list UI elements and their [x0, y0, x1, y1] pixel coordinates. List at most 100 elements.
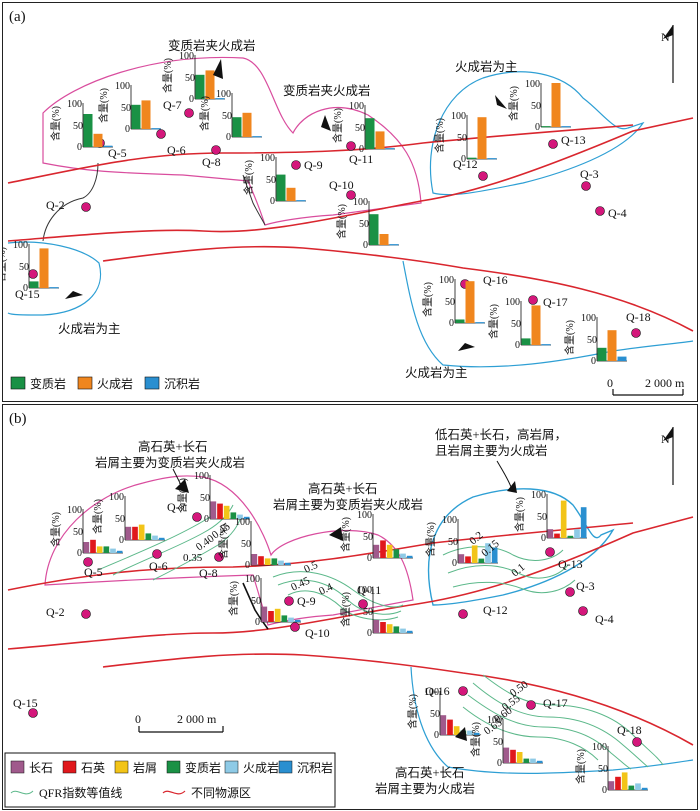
- bar: [541, 344, 551, 346]
- contour-label: 0.35: [183, 552, 203, 564]
- sample-point: [156, 129, 166, 139]
- arrow-icon: [458, 343, 475, 351]
- axis-label: 含量(%): [97, 88, 110, 123]
- panel-b-label: (b): [9, 411, 27, 427]
- arrow-icon: [175, 479, 189, 493]
- bar: [251, 554, 258, 565]
- bar: [467, 157, 477, 159]
- sample-point: [548, 139, 558, 149]
- tick-label: 50: [448, 537, 458, 548]
- legend-boundary-icon: [162, 790, 186, 795]
- fault-line: [7, 522, 634, 591]
- sample-label: Q-4: [608, 206, 627, 220]
- fault-line: [7, 516, 694, 650]
- legend: 变质岩 火成岩 沉积岩: [10, 376, 200, 391]
- tick-label: 50: [445, 297, 455, 308]
- qfr-contours: [97, 504, 664, 770]
- axis-label: 含量(%): [424, 522, 437, 557]
- bar: [268, 611, 274, 622]
- bar: [380, 540, 386, 558]
- axis-label: 含量(%): [335, 204, 348, 239]
- bar: [475, 322, 485, 324]
- bar: [530, 758, 536, 763]
- bar: [628, 785, 635, 790]
- legend-label: QFR指数等值线: [39, 785, 122, 800]
- axis-label: 含量(%): [49, 106, 62, 141]
- tick-label: 50: [457, 133, 467, 144]
- bar: [294, 619, 301, 622]
- tick-label: 50: [73, 527, 83, 538]
- bar: [547, 529, 554, 538]
- bar: [284, 562, 291, 565]
- legend-swatch-igneous: [77, 376, 93, 390]
- tick-label: 50: [185, 73, 195, 84]
- tick-label: 100: [216, 89, 231, 100]
- tick-label: 50: [19, 262, 29, 273]
- annotation: 且岩屑主要为火成岩: [435, 443, 548, 458]
- tick-label: 100: [260, 153, 275, 164]
- bar: [567, 535, 574, 538]
- arrow-icon: [321, 115, 331, 131]
- sample-point: [83, 557, 93, 567]
- source-area-boundary: [44, 475, 414, 626]
- axis-label: 含量(%): [406, 694, 419, 729]
- bar: [635, 783, 641, 790]
- axis-label: 含量(%): [421, 282, 434, 317]
- bar: [210, 501, 217, 519]
- bar: [258, 556, 264, 565]
- tick-label: 100: [357, 585, 372, 596]
- sample-label: Q-17: [543, 696, 568, 710]
- bar: [523, 758, 530, 763]
- sample-label: Q-15: [13, 696, 38, 710]
- fault-line: [102, 245, 694, 332]
- arrow-icon: [455, 727, 467, 741]
- bar: [242, 112, 252, 137]
- tick-label: 50: [266, 175, 276, 186]
- legend-swatch: [224, 760, 239, 774]
- sample-label: Q-16: [483, 273, 508, 287]
- sample-point: [291, 160, 301, 170]
- sample-label: Q-9: [304, 158, 323, 172]
- bar: [215, 98, 225, 100]
- annotation: 火成岩为主: [58, 321, 121, 336]
- bar: [205, 70, 215, 99]
- bar: [223, 505, 230, 519]
- bar: [389, 244, 399, 246]
- annotation: 高石英+长石: [138, 439, 208, 454]
- bar: [138, 524, 145, 540]
- axis-label: 含量(%): [339, 517, 352, 552]
- legend-contour-icon: [10, 790, 34, 795]
- axis-label: 含量(%): [574, 749, 587, 784]
- tick-label: 0: [77, 142, 82, 153]
- bar: [217, 503, 223, 519]
- bar: [264, 558, 271, 565]
- tick-label: 50: [511, 319, 521, 330]
- sample-label: Q-12: [453, 157, 478, 171]
- tick-label: 100: [13, 240, 28, 251]
- bar: [608, 781, 615, 790]
- annotation: 岩屑主要为变质岩夹火成岩: [273, 497, 423, 512]
- bar: [232, 117, 242, 137]
- tick-label: 50: [531, 101, 541, 112]
- bar: [621, 772, 628, 790]
- tick-label: 50: [363, 607, 373, 618]
- axis-label: 含量(%): [331, 108, 344, 143]
- axis-label: 含量(%): [433, 118, 446, 153]
- tick-label: 100: [487, 715, 502, 726]
- sample-label: Q-13: [558, 557, 583, 571]
- bar: [440, 715, 447, 735]
- tick-label: 50: [493, 737, 503, 748]
- tick-label: 0: [497, 758, 502, 769]
- sample-label: Q-7: [167, 500, 186, 514]
- bar: [560, 500, 567, 538]
- axis-label: 含量(%): [487, 304, 500, 339]
- sample-label: Q-15: [15, 287, 40, 301]
- tick-label: 50: [587, 335, 597, 346]
